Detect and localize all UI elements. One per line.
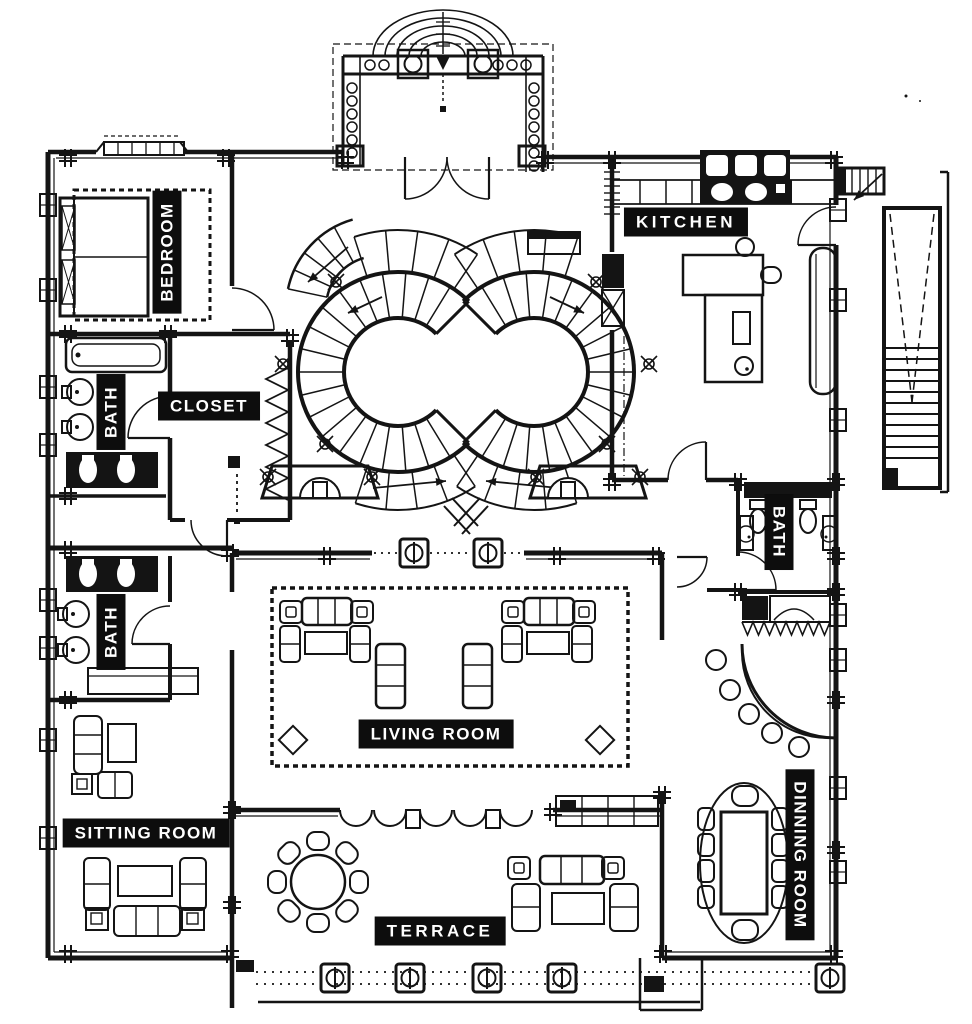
room-label-bath-right: BATH [764,494,794,570]
room-label-kitchen: KITCHEN [623,207,749,237]
room-label-dinning-room: DINNING ROOM [785,769,815,941]
room-label-living-room: LIVING ROOM [358,719,514,749]
room-label-bath-upper-left: BATH [96,374,126,450]
room-label-closet: CLOSET [158,391,260,421]
room-label-bath-lower-left: BATH [96,594,126,670]
room-label-sitting-room: SITTING ROOM [62,818,230,848]
room-label-bedroom: BEDROOM [152,190,182,314]
room-label-terrace: TERRACE [374,916,506,946]
plan-linework [39,9,950,1012]
